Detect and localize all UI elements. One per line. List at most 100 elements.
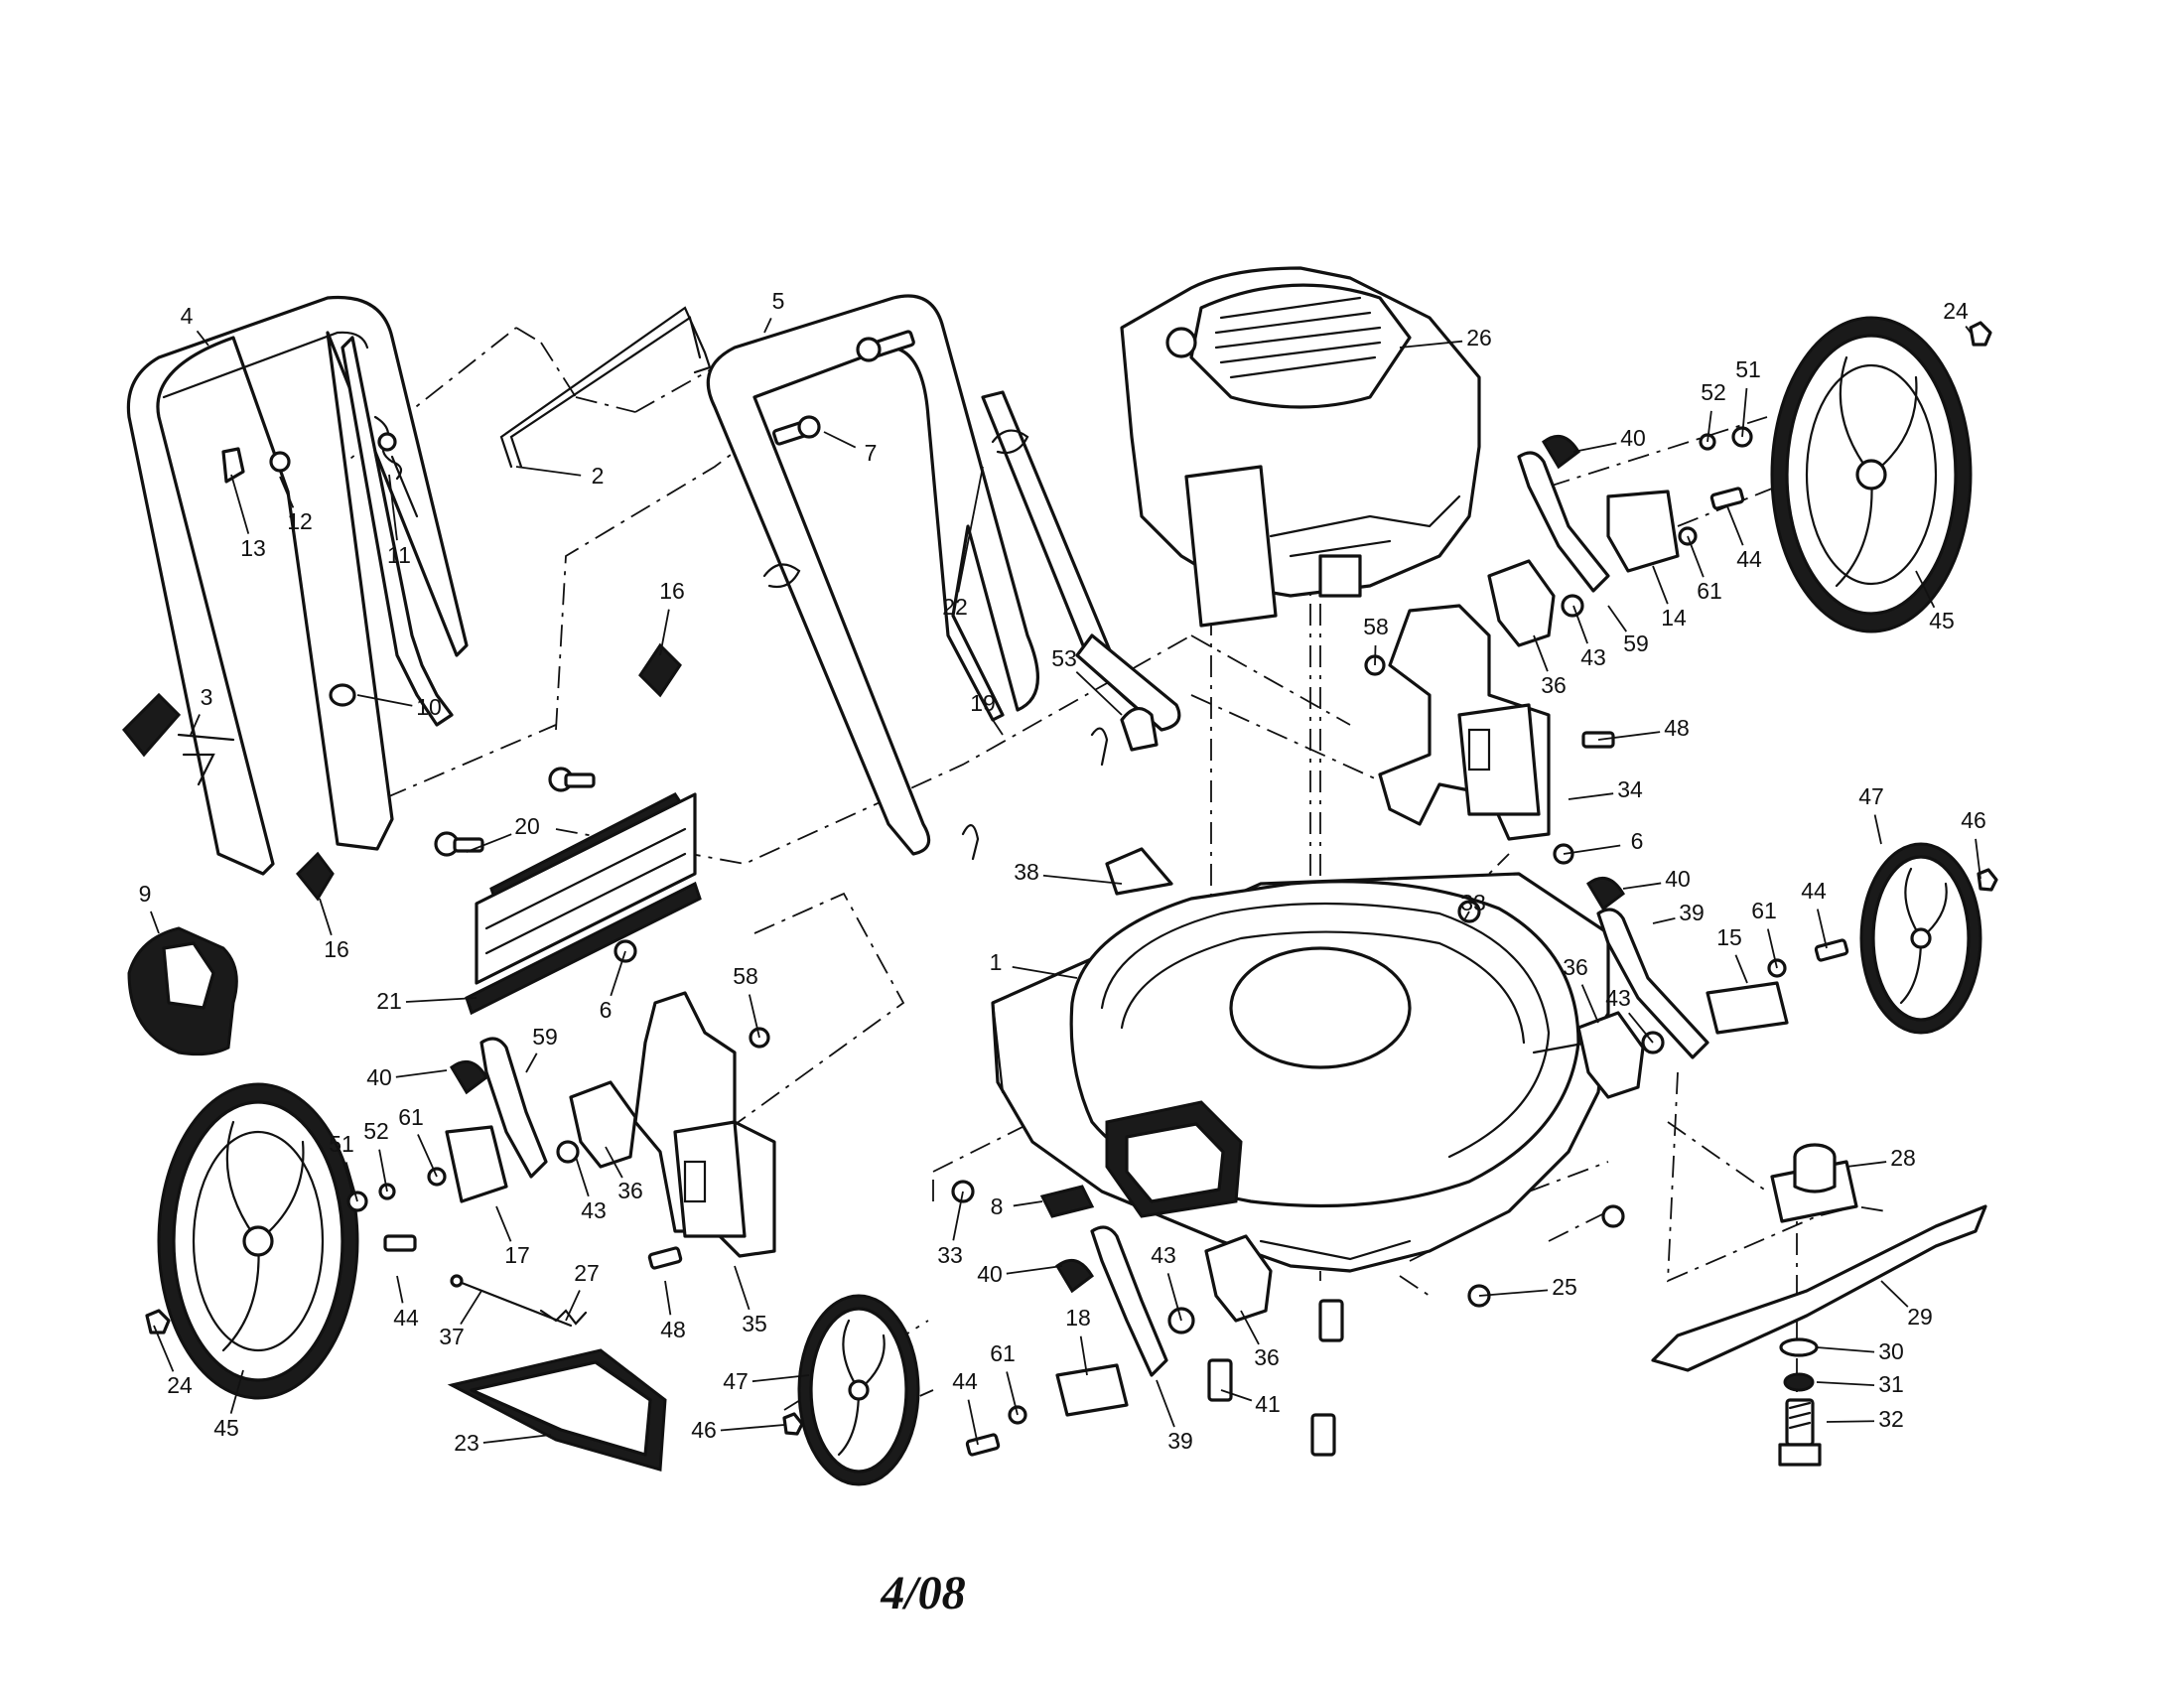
leader-line xyxy=(1012,965,1078,979)
lever-39-right xyxy=(1596,908,1709,1059)
gear-36-upper-right xyxy=(1487,559,1556,647)
part-number-29: 29 xyxy=(1907,1304,1933,1330)
leader-line xyxy=(1816,1381,1875,1386)
part-number-26: 26 xyxy=(1466,325,1492,351)
date-code: 4/08 xyxy=(880,1567,965,1619)
leader-line xyxy=(190,714,201,736)
leader-line xyxy=(279,476,295,508)
spacer-10 xyxy=(329,683,356,707)
knob-16-upper xyxy=(638,642,682,698)
part-number-15: 15 xyxy=(1716,924,1742,950)
leader-line xyxy=(405,997,478,1003)
part-number-6: 6 xyxy=(600,997,613,1023)
leader-line xyxy=(1915,570,1936,609)
leader-line xyxy=(1580,984,1599,1024)
leader-line xyxy=(1240,1310,1260,1345)
part-number-61: 61 xyxy=(1697,578,1722,604)
leader-line xyxy=(1652,916,1676,924)
leader-line xyxy=(319,898,333,936)
plate-17 xyxy=(445,1125,508,1203)
adapter-28 xyxy=(1770,1143,1858,1223)
part-number-40: 40 xyxy=(1665,866,1691,892)
leader-line xyxy=(1687,535,1705,578)
leader-line xyxy=(659,609,670,656)
lever-59-left xyxy=(479,1037,548,1179)
leader-line xyxy=(1734,954,1748,984)
leader-line xyxy=(482,1434,552,1444)
leader-line xyxy=(417,1134,438,1178)
leader-line xyxy=(1816,909,1828,949)
part-number-27: 27 xyxy=(574,1260,600,1286)
part-number-1: 1 xyxy=(990,949,1003,975)
part-number-44: 44 xyxy=(1736,546,1762,572)
part-number-28: 28 xyxy=(1890,1145,1916,1171)
callout-leaders xyxy=(150,318,1981,1446)
part-number-20: 20 xyxy=(514,813,540,839)
bolt-32 xyxy=(1778,1398,1822,1467)
part-number-40: 40 xyxy=(1620,425,1646,451)
nut-46-right xyxy=(1977,868,1998,892)
part-number-44: 44 xyxy=(393,1305,419,1331)
leader-line xyxy=(1628,1012,1654,1044)
part-number-43: 43 xyxy=(1151,1242,1176,1268)
clip-53 xyxy=(1120,707,1159,752)
part-number-17: 17 xyxy=(504,1242,530,1268)
part-number-43: 43 xyxy=(581,1197,607,1223)
leader-line xyxy=(1399,340,1463,349)
leader-line xyxy=(575,1156,590,1197)
leader-line xyxy=(1478,1289,1549,1297)
part-number-19: 19 xyxy=(970,690,996,716)
leader-line xyxy=(395,1069,448,1078)
part-number-10: 10 xyxy=(416,694,442,720)
leader-line xyxy=(460,1290,482,1326)
leader-line xyxy=(1079,1335,1088,1376)
part-number-38: 38 xyxy=(1014,859,1039,885)
leader-line xyxy=(1156,1379,1175,1428)
part-number-39: 39 xyxy=(1167,1428,1193,1454)
leader-line xyxy=(515,466,582,477)
clip-13 xyxy=(221,447,245,484)
leader-line xyxy=(1075,671,1123,716)
leader-line xyxy=(605,1146,623,1179)
part-number-61: 61 xyxy=(990,1340,1016,1366)
part-number-41: 41 xyxy=(1255,1391,1281,1417)
part-number-46: 46 xyxy=(1961,807,1986,833)
gear-36-left xyxy=(569,1080,637,1169)
part-number-11: 11 xyxy=(387,542,411,568)
leader-line xyxy=(1816,1346,1875,1353)
part-number-7: 7 xyxy=(865,440,878,466)
part-number-14: 14 xyxy=(1661,605,1687,631)
leader-line xyxy=(230,474,250,534)
leader-line xyxy=(378,1149,388,1193)
part-number-33: 33 xyxy=(937,1242,963,1268)
nut-46-left xyxy=(782,1412,804,1436)
leader-line xyxy=(1220,1389,1253,1402)
leader-line xyxy=(525,1052,538,1073)
leader-line xyxy=(1607,605,1627,632)
gear-36-lower-right xyxy=(1576,1011,1645,1099)
leader-line xyxy=(1975,838,1981,880)
spring-11 xyxy=(373,415,419,518)
part-number-48: 48 xyxy=(660,1317,686,1342)
leader-line xyxy=(751,1374,810,1383)
part-number-36: 36 xyxy=(1541,672,1567,698)
lever-59-right xyxy=(1517,451,1610,593)
part-number-36: 36 xyxy=(1563,954,1588,980)
part-number-48: 48 xyxy=(1664,715,1690,741)
part-number-8: 8 xyxy=(991,1193,1004,1219)
bracket-35 xyxy=(633,991,776,1258)
leader-line xyxy=(1741,387,1748,438)
nut-24-left xyxy=(145,1309,171,1334)
part-number-45: 45 xyxy=(1929,608,1955,633)
part-number-58: 58 xyxy=(733,963,758,989)
leader-line xyxy=(610,950,626,997)
upper-handle-4 xyxy=(126,295,469,876)
part-number-35: 35 xyxy=(742,1311,767,1336)
part-number-6: 6 xyxy=(1631,828,1644,854)
part-number-4: 4 xyxy=(181,303,194,329)
part-number-46: 46 xyxy=(691,1417,717,1443)
leader-line xyxy=(1572,605,1588,644)
part-number-52: 52 xyxy=(1701,379,1726,405)
part-number-32: 32 xyxy=(1878,1406,1904,1432)
